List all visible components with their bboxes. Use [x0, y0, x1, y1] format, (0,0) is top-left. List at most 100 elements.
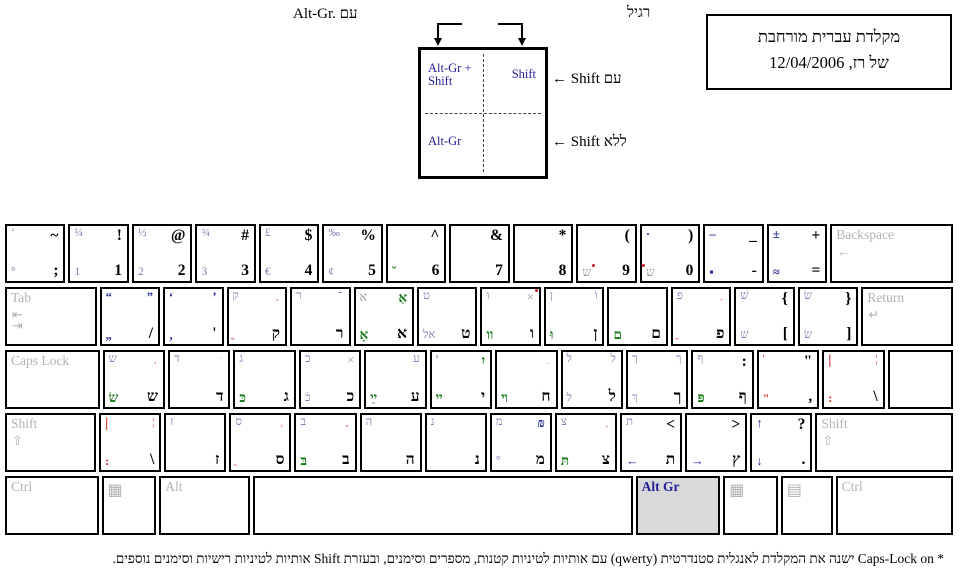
key-char-bl: :: [105, 454, 110, 468]
key-char-tl: ר: [296, 290, 302, 302]
key-char-bl: :: [828, 391, 833, 405]
key-semicolon: ף:פּף: [691, 350, 754, 409]
key-char-br: ב: [342, 450, 350, 468]
key-char-bl: וּ: [549, 326, 554, 342]
key-slash: ↑?↓.: [750, 413, 813, 472]
key-tab: Tab⇤ ⇥: [5, 287, 97, 346]
key-char-tr: #: [241, 227, 249, 244]
key-char-br: ן: [593, 324, 598, 342]
key-char-br: נ: [474, 450, 480, 468]
key-char-br: ו: [529, 324, 534, 342]
key-backspace: Backspace←: [830, 224, 953, 283]
key-8: *8: [512, 224, 574, 283]
key-char-tr: אַ: [398, 290, 407, 305]
key-char-tl: ½: [137, 227, 147, 239]
key-char-bl: €: [264, 265, 271, 278]
key-char-bl: °: [495, 454, 501, 467]
key-char-tr: +: [811, 227, 821, 244]
legend-arrows-icon: [434, 23, 526, 46]
key-char-br: ]: [846, 324, 852, 342]
key-char-tr: ₪: [537, 416, 545, 430]
key-char-br: ע: [410, 387, 420, 405]
key-char-br: 9: [622, 261, 630, 279]
key-char-tr: ¦: [875, 353, 878, 365]
key-char-br: צ: [601, 450, 611, 468]
key-x: ס ְ ֻס: [229, 413, 292, 472]
key-symbol-icon: ⇧: [822, 433, 834, 448]
key-char-br: 2: [177, 261, 186, 279]
key-label: Tab: [11, 290, 32, 305]
key-char-tr: ¦: [152, 416, 155, 428]
key-char-tl: ↑: [756, 416, 763, 430]
key-label: Alt: [165, 479, 183, 494]
key-6: ^˘6: [385, 224, 447, 283]
key-char-tl: ף: [697, 353, 704, 365]
key-char-bl: תּ: [560, 452, 570, 468]
key-char-tl: ש: [108, 353, 117, 365]
key-shift-right: Shift⇧: [815, 413, 954, 472]
key-char-bl: בּ: [300, 452, 307, 468]
key-char-br: א: [397, 324, 407, 342]
key-period: >→ץ: [685, 413, 748, 472]
key-char-tr: ִ: [547, 353, 551, 365]
key-f: כ×כֿכ: [298, 350, 362, 409]
key-char-bl: 2: [137, 265, 144, 278]
key-char-br: \: [873, 387, 878, 405]
key-char-tl: |: [105, 416, 109, 431]
key-char-tl: ': [762, 353, 765, 365]
key-char-tr: ~: [50, 227, 59, 244]
key-label: Caps Lock: [11, 353, 70, 368]
key-char-tr: ?: [797, 416, 806, 433]
key-char-tl: מ: [495, 416, 503, 428]
key-char-br: ף: [738, 387, 747, 405]
key-symbol-icon: ↵: [868, 307, 880, 322]
key-char-tl: ד: [173, 353, 180, 365]
key-char-bl: ": [762, 391, 770, 405]
key-char-br: מ: [535, 450, 545, 468]
key-char-br: ז: [215, 450, 220, 468]
page-subtitle: של רז, 12/04/2006: [769, 53, 889, 72]
key-char-tr: %: [360, 227, 376, 244]
key-char-br: 6: [431, 261, 440, 279]
key-char-br: ,: [808, 387, 813, 405]
key-lbracket: שׁ{שׁ[: [734, 287, 795, 346]
key-c: ב ֶבּב: [294, 413, 357, 472]
key-char-tl: צ: [560, 416, 567, 428]
key-char-bl: ךְ: [631, 391, 638, 404]
key-char-tr: ל: [610, 353, 616, 365]
key-char-br: ט: [461, 324, 471, 342]
key-char-bl: ←: [626, 453, 639, 468]
key-char-br: ל: [608, 387, 616, 405]
key-capslock: Caps Lock: [5, 350, 100, 409]
key-char-br: כ: [346, 387, 355, 405]
key-char-tr: _: [749, 227, 757, 244]
key-char-br: ש: [147, 387, 158, 405]
key-char-bl: ▪: [709, 264, 714, 279]
key-r: ר ֿר: [290, 287, 351, 346]
key-char-bl: ױ: [501, 389, 508, 405]
key-char-tl: “: [105, 290, 112, 304]
key-char-bl: ש: [641, 263, 655, 279]
key-backquote: ‘~°;: [5, 224, 66, 283]
key-char-br: ג: [283, 387, 289, 405]
key-char-br: ת: [665, 450, 676, 468]
key-s: ד ּד: [167, 350, 231, 409]
key-char-tl: ק: [232, 290, 239, 302]
key-char-bl: ם: [613, 326, 622, 342]
key-alt: Alt: [159, 476, 250, 535]
key-char-br: =: [811, 261, 821, 279]
key-space: [252, 476, 633, 535]
key-char-br: ס: [275, 450, 285, 468]
key-char-bl: ֲ: [676, 329, 680, 341]
key-char-br: י: [481, 387, 486, 405]
key-char-tl: י: [435, 353, 439, 365]
key-char-tl: ט: [422, 290, 430, 302]
